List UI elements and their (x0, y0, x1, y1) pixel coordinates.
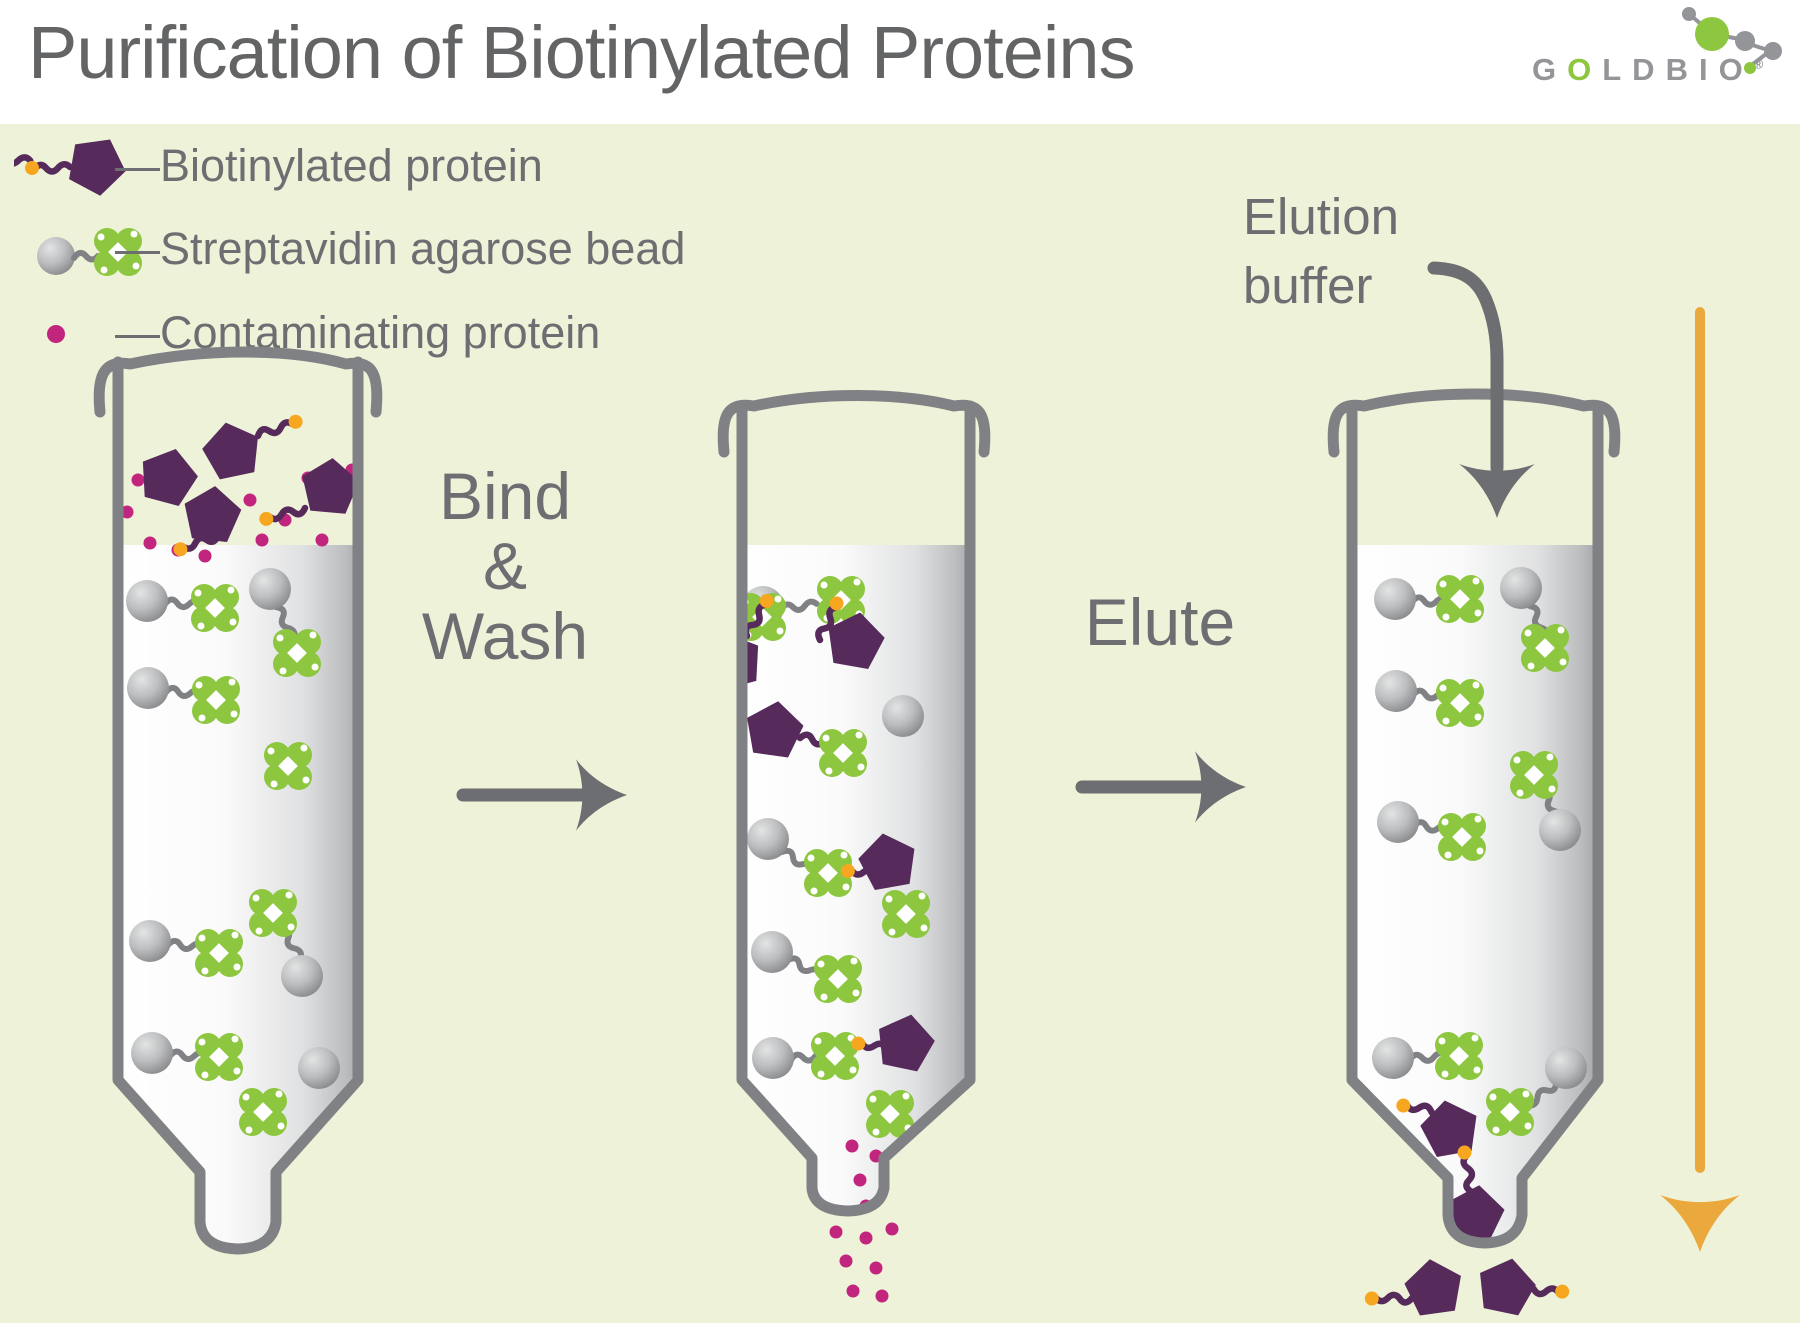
streptavidin-clover (819, 729, 867, 777)
streptavidin-clover (239, 1088, 287, 1136)
column-outline (112, 356, 364, 1255)
column-outline (736, 400, 976, 1217)
goldbio-logo: GOLDBIO® (1532, 52, 1763, 88)
logo-green-letter: O (1567, 52, 1603, 87)
column-rim (1327, 388, 1621, 458)
bind-wash-arrow (456, 759, 627, 831)
column-matrix (123, 545, 353, 1244)
flow-direction-arrow (1660, 307, 1740, 1252)
washed-out-contaminants (829, 1222, 899, 1303)
column-bind-wash (717, 390, 991, 1303)
page-title: Purification of Biotinylated Proteins (28, 11, 1135, 94)
legend-label-streptavidin: —Streptavidin agarose bead (115, 223, 686, 274)
elution-buffer-arrow (1427, 261, 1535, 518)
column-rim (717, 390, 991, 458)
bind-wash-label: Bind & Wash (421, 459, 589, 673)
streptavidin-clover (264, 742, 312, 790)
logo-suffix: LDBIO (1602, 52, 1754, 87)
legend-label-biotinylated: —Biotinylated protein (115, 140, 543, 191)
column-elute (1327, 388, 1621, 1318)
logo-reg-mark: ® (1753, 56, 1764, 72)
elute-label: Elute (1084, 585, 1236, 659)
agarose-bead (298, 1047, 340, 1089)
elution-buffer-label: Elution buffer (1243, 188, 1399, 314)
header: Purification of Biotinylated Proteins GO… (0, 0, 1800, 124)
logo-prefix: G (1532, 52, 1568, 87)
streptavidin-clover (882, 890, 930, 938)
column-load (93, 346, 383, 1255)
elute-arrow (1075, 751, 1246, 823)
streptavidin-bead-icon (37, 228, 142, 276)
column-outline (1346, 400, 1604, 1249)
agarose-bead (882, 695, 924, 737)
goldbio-molecule-icon (1682, 7, 1782, 74)
biotinylated-protein-icon (14, 139, 126, 196)
eluted-biotinylated-proteins (1364, 1252, 1570, 1318)
contaminating-protein-icon (47, 325, 65, 343)
column-rim (93, 346, 383, 418)
